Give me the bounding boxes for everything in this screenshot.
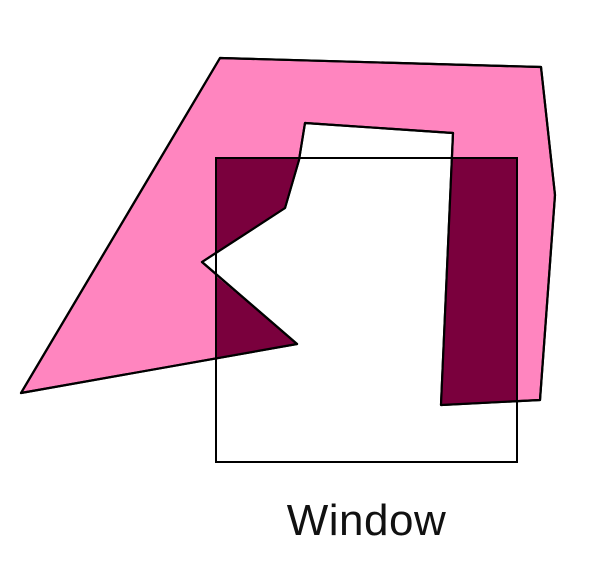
clip-window: [215, 157, 518, 463]
window-label: Window: [286, 496, 447, 545]
clipped-region-lower-left: [216, 276, 297, 358]
subject-polygon-outline: [19, 56, 557, 407]
clipped-region-left: [216, 158, 299, 252]
clipped-region-right: [441, 158, 517, 405]
